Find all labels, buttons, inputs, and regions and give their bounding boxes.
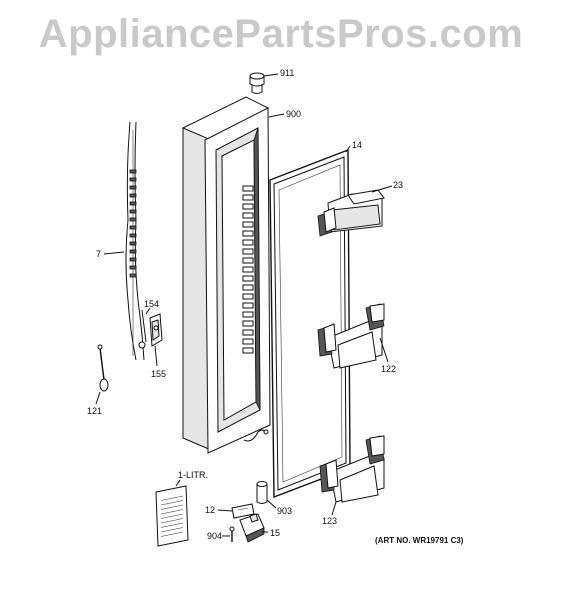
liner-rib bbox=[242, 248, 254, 255]
handle-notch bbox=[129, 201, 137, 206]
liner-rib bbox=[242, 275, 254, 282]
art-number: (ART NO. WR19791 C3) bbox=[375, 536, 464, 545]
liner-rib bbox=[242, 338, 254, 345]
liner-rib bbox=[242, 329, 254, 336]
booklet-line bbox=[160, 504, 184, 510]
part-904-screw bbox=[222, 526, 235, 542]
part-15-block bbox=[239, 513, 268, 543]
callout-900: 900 bbox=[286, 109, 302, 119]
callout-122: 122 bbox=[381, 364, 397, 374]
liner-rib bbox=[242, 185, 254, 192]
handle-notch bbox=[129, 169, 137, 174]
handle-notch bbox=[129, 273, 137, 278]
liner-rib bbox=[242, 212, 254, 219]
callout-155: 155 bbox=[151, 369, 167, 379]
booklet-line bbox=[160, 495, 184, 501]
liner-rib bbox=[242, 293, 254, 300]
handle-notch bbox=[129, 241, 137, 246]
liner-rib bbox=[242, 239, 254, 246]
part-903-cylinder bbox=[256, 481, 277, 509]
liner-rib bbox=[242, 230, 254, 237]
booklet-line bbox=[160, 500, 184, 506]
part-121-tool bbox=[95, 344, 109, 405]
watermark-logo: AppliancePartsPros.com bbox=[38, 12, 524, 56]
part-154-screw bbox=[138, 307, 151, 349]
handle-notch bbox=[129, 265, 137, 270]
handle-notches bbox=[129, 169, 137, 278]
booklet-line bbox=[160, 527, 184, 533]
liner-rib bbox=[242, 194, 254, 201]
handle-notch bbox=[129, 233, 137, 238]
liner-rib bbox=[242, 203, 254, 210]
liner-rib bbox=[242, 257, 254, 264]
part-900-door-liner bbox=[181, 96, 285, 454]
handle-notch bbox=[129, 217, 137, 222]
booklet-line bbox=[160, 522, 184, 528]
handle-notch bbox=[129, 193, 137, 198]
callout-911: 911 bbox=[280, 68, 295, 78]
part-911-cap bbox=[249, 72, 279, 94]
callout-7: 7 bbox=[96, 249, 102, 259]
liner-rib bbox=[242, 221, 254, 228]
callout-12: 12 bbox=[205, 505, 216, 515]
liner-rib bbox=[242, 347, 254, 354]
handle-notch bbox=[129, 257, 137, 262]
booklet-line bbox=[160, 518, 184, 524]
callout-904: 904 bbox=[207, 531, 223, 541]
booklet-text-lines bbox=[160, 495, 184, 537]
part-155-bracket bbox=[149, 313, 163, 367]
callout-903: 903 bbox=[277, 506, 293, 516]
booklet-line bbox=[160, 531, 184, 537]
booklet-line bbox=[160, 513, 184, 519]
liner-rib bbox=[242, 302, 254, 309]
liner-rib bbox=[242, 320, 254, 327]
callout-154: 154 bbox=[144, 299, 160, 309]
liner-rib bbox=[242, 266, 254, 273]
liner-shelf-ribs bbox=[242, 185, 254, 354]
part-12-plate bbox=[217, 503, 255, 519]
callout-14: 14 bbox=[352, 140, 363, 150]
callout-121: 121 bbox=[87, 406, 103, 416]
callout-15: 15 bbox=[270, 528, 281, 538]
part-23-bin bbox=[317, 185, 393, 237]
handle-notch bbox=[129, 249, 137, 254]
part-14-door-gasket bbox=[269, 145, 351, 499]
callout-1-litr: 1-LITR. bbox=[178, 470, 209, 480]
part-123-bin bbox=[319, 435, 385, 516]
callout-23: 23 bbox=[393, 180, 404, 190]
handle-notch bbox=[129, 177, 137, 182]
handle-notch bbox=[129, 185, 137, 190]
callout-123: 123 bbox=[322, 516, 338, 526]
liner-rib bbox=[242, 284, 254, 291]
part-7-handle bbox=[103, 121, 145, 361]
part-literature-booklet bbox=[155, 479, 189, 547]
booklet-line bbox=[160, 509, 184, 515]
liner-rib bbox=[242, 311, 254, 318]
handle-notch bbox=[129, 225, 137, 230]
part-122-bin bbox=[317, 303, 389, 369]
handle-notch bbox=[129, 209, 137, 214]
